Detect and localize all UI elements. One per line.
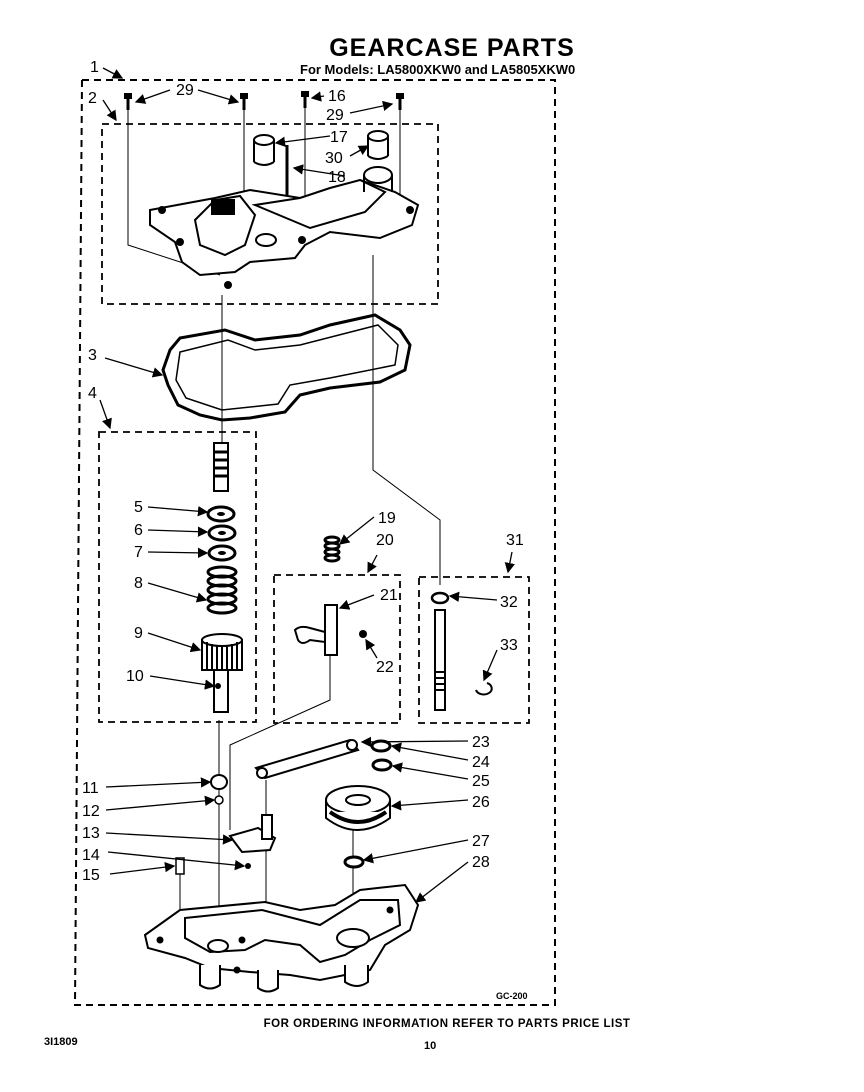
pinion-group-box bbox=[98, 431, 257, 723]
pin-part-22 bbox=[359, 630, 367, 638]
callout-11: 11 bbox=[82, 780, 99, 797]
gasket-inner-edge bbox=[175, 324, 399, 411]
shift-fork-part-21 bbox=[293, 604, 338, 656]
callout-22: 22 bbox=[376, 659, 394, 676]
callout-6: 6 bbox=[134, 522, 143, 539]
washer-part-6 bbox=[207, 524, 237, 542]
leader-lines bbox=[99, 67, 515, 903]
washer-part-5 bbox=[206, 505, 236, 523]
page-number: 10 bbox=[424, 1040, 437, 1052]
callout-1: 1 bbox=[90, 59, 99, 76]
spring-part-19 bbox=[323, 535, 341, 563]
document-number: 3I1809 bbox=[44, 1036, 78, 1048]
screw-part-29-mid bbox=[240, 93, 248, 110]
callout-24: 24 bbox=[472, 754, 490, 771]
callout-17: 17 bbox=[330, 129, 348, 146]
callout-20: 20 bbox=[376, 532, 394, 549]
callout-3: 3 bbox=[88, 347, 97, 364]
callout-29a: 29 bbox=[176, 82, 194, 99]
link-arm-part-23 bbox=[254, 738, 360, 780]
gear-case-part-28 bbox=[143, 883, 420, 993]
washer-part-32 bbox=[430, 591, 450, 605]
callout-19: 19 bbox=[378, 510, 396, 527]
callout-18: 18 bbox=[328, 169, 346, 186]
callout-5: 5 bbox=[134, 499, 143, 516]
bearing-part-11 bbox=[210, 774, 228, 790]
shaft-group-box bbox=[418, 576, 530, 724]
ordering-note: FOR ORDERING INFORMATION REFER TO PARTS … bbox=[263, 1018, 631, 1030]
callout-4: 4 bbox=[88, 385, 97, 402]
callout-16: 16 bbox=[328, 88, 346, 105]
callout-31: 31 bbox=[506, 532, 524, 549]
callout-32: 32 bbox=[500, 594, 518, 611]
callout-13: 13 bbox=[82, 825, 100, 842]
callout-9: 9 bbox=[134, 625, 143, 642]
diagram-code: GC-200 bbox=[496, 991, 528, 1001]
callout-15: 15 bbox=[82, 867, 100, 884]
callout-29b: 29 bbox=[326, 107, 344, 124]
callout-12: 12 bbox=[82, 803, 100, 820]
pin-part-15 bbox=[175, 857, 185, 875]
ball-part-12 bbox=[214, 795, 224, 805]
retaining-ring-part-33 bbox=[475, 682, 493, 696]
callout-26: 26 bbox=[472, 794, 490, 811]
callout-21: 21 bbox=[380, 587, 398, 604]
callout-33: 33 bbox=[500, 637, 518, 654]
pin-part-10 bbox=[215, 683, 221, 689]
screw-part-29-right bbox=[396, 93, 404, 110]
bushing-part-17 bbox=[253, 134, 275, 166]
callout-30: 30 bbox=[325, 150, 343, 167]
page-title: GEARCASE PARTS bbox=[329, 34, 575, 62]
cover-group-box bbox=[101, 123, 439, 305]
shift-fork-group-box bbox=[273, 574, 401, 724]
washer-part-24 bbox=[370, 739, 392, 753]
bushing-part-30 bbox=[367, 130, 389, 160]
gear-part-26 bbox=[325, 785, 391, 831]
screw-part-29-left bbox=[124, 93, 132, 110]
shaft-part-31 bbox=[434, 609, 446, 711]
pin-part-14 bbox=[245, 863, 251, 869]
assembly-frame bbox=[73, 79, 556, 1006]
callout-numbers: 1 2 29 16 29 17 30 18 3 4 5 6 7 8 9 10 1… bbox=[82, 59, 524, 884]
callout-2: 2 bbox=[88, 90, 97, 107]
callout-14: 14 bbox=[82, 847, 100, 864]
models-subtitle: For Models: LA5800XKW0 and LA5805XKW0 bbox=[300, 62, 576, 77]
gearcase-cover bbox=[149, 166, 420, 289]
callout-27: 27 bbox=[472, 833, 490, 850]
gasket-part-3 bbox=[161, 313, 412, 422]
pinion-gear-part-9 bbox=[201, 633, 243, 713]
callout-28: 28 bbox=[472, 854, 490, 871]
screw-part-16 bbox=[301, 91, 309, 108]
callout-8: 8 bbox=[134, 575, 143, 592]
washer-part-25 bbox=[371, 758, 393, 772]
spring-part-8 bbox=[206, 565, 238, 615]
callout-10: 10 bbox=[126, 668, 144, 685]
crank-part-13 bbox=[228, 814, 277, 854]
washer-part-7 bbox=[207, 544, 237, 562]
callout-25: 25 bbox=[472, 773, 490, 790]
spring-top-part-4 bbox=[213, 442, 229, 492]
washer-part-27 bbox=[343, 855, 365, 869]
callout-23: 23 bbox=[472, 734, 490, 751]
callout-7: 7 bbox=[134, 544, 143, 561]
